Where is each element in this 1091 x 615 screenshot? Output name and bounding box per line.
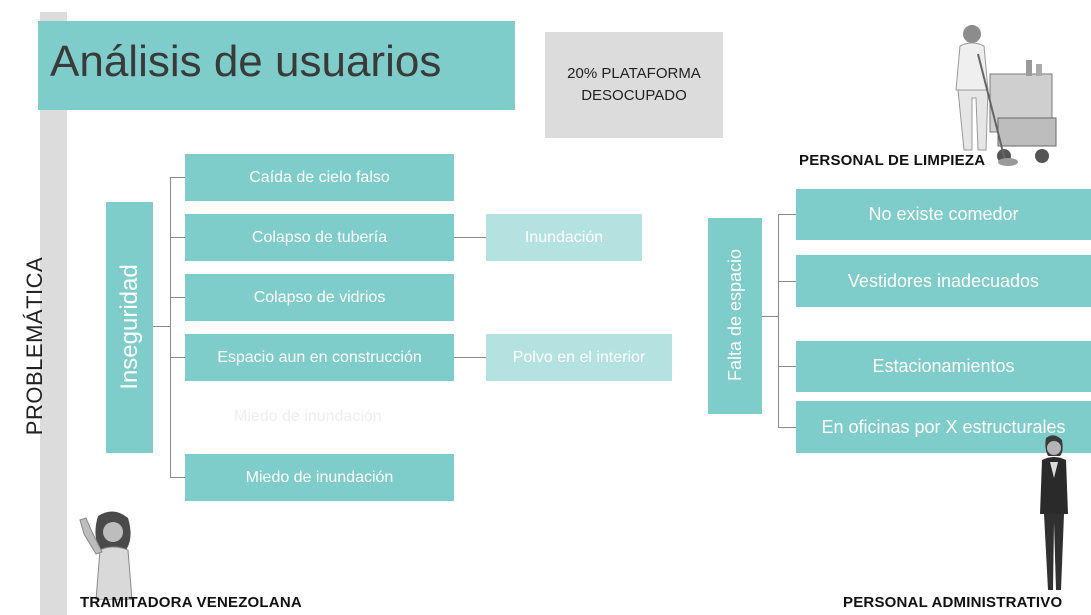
connector [170,237,185,238]
node-inundacion: Inundación [486,214,642,261]
caption-tramitadora: TRAMITADORA VENEZOLANA [80,594,302,611]
connector [170,477,185,478]
node-miedo-inundacion: Miedo de inundación [185,454,454,501]
connector [762,316,778,317]
cleaning-staff-photo [955,25,1057,166]
connector [778,214,796,215]
node-colapso-tuberia: Colapso de tubería [185,214,454,261]
connector [454,237,486,238]
stat-line-1: 20% PLATAFORMA [567,65,701,83]
side-label: PROBLEMÁTICA [22,256,47,436]
caption-administrativo: PERSONAL ADMINISTRATIVO [843,594,1063,611]
page-title: Análisis de usuarios [50,37,442,86]
connector [778,427,796,428]
connector-spine [170,177,171,477]
stat-box: 20% PLATAFORMA DESOCUPADO [545,32,723,138]
node-colapso-vidrios: Colapso de vidrios [185,274,454,321]
caption-limpieza: PERSONAL DE LIMPIEZA [799,152,986,169]
node-estacionamientos: Estacionamientos [796,341,1091,392]
node-no-comedor: No existe comedor [796,189,1091,240]
stat-line-2: DESOCUPADO [581,87,687,104]
connector-spine [778,214,779,428]
node-caida-cielo: Caída de cielo falso [185,154,454,201]
node-vestidores: Vestidores inadecuados [796,255,1091,307]
root-node-falta-espacio: Falta de espacio [708,218,762,414]
sidebar-strip [40,12,67,615]
node-oficinas-estructurales: En oficinas por X estructurales [796,401,1091,453]
tramitadora-photo [79,511,133,600]
title-box: Análisis de usuarios [38,21,515,110]
connector [170,357,185,358]
connector [170,297,185,298]
connector [778,366,796,367]
node-espacio-construccion: Espacio aun en construcción [185,334,454,381]
connector [454,357,486,358]
node-polvo-interior: Polvo en el interior [486,334,672,381]
connector [170,177,185,178]
ghost-text: Miedo de inundación [234,408,382,425]
connector [153,326,170,327]
root-node-inseguridad: Inseguridad [106,202,153,453]
connector [778,281,796,282]
administrative-staff-photo [1040,435,1068,590]
